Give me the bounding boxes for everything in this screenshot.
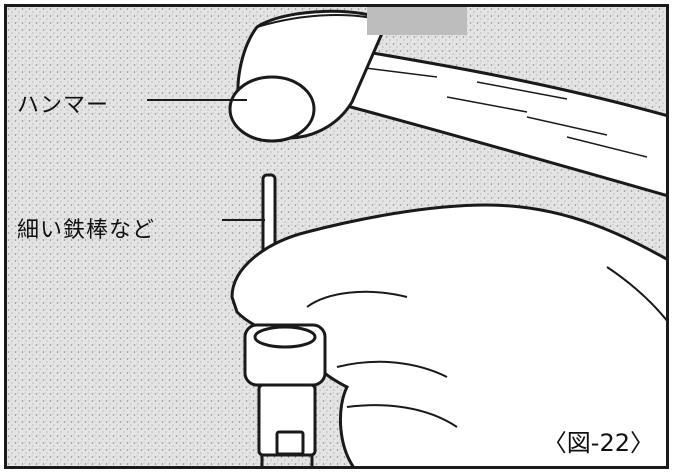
figure-number: 〈図-22〉: [542, 429, 654, 457]
hammer-and-rod-illustration: [7, 7, 666, 466]
hammer-illustration: [228, 7, 666, 197]
illustration-frame: ハンマー 細い鉄棒など 〈図-22〉: [4, 4, 669, 469]
hammer-label: ハンマー: [17, 93, 110, 118]
connector-illustration: [243, 323, 327, 466]
rod-label: 細い鉄棒など: [17, 218, 156, 243]
